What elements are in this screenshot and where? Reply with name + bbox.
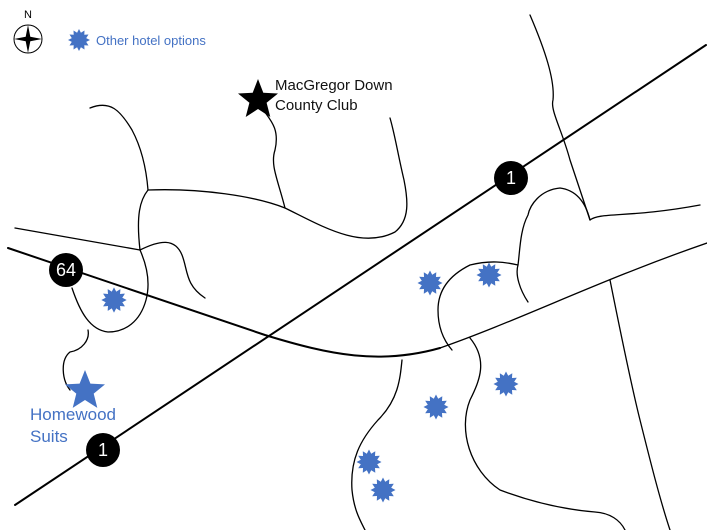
compass-rose-icon [13, 24, 43, 54]
road-club-access [261, 107, 286, 209]
hotel-option-marker[interactable] [370, 477, 396, 503]
golf-club-label-line2: County Club [275, 97, 358, 114]
road-west-branch [139, 241, 206, 299]
road-inner-loop [437, 261, 519, 351]
road-main-east [439, 242, 707, 349]
other-hotel-markers [101, 262, 519, 503]
hotel-option-marker[interactable] [493, 371, 519, 397]
road-south-east [464, 337, 626, 530]
route-64-label: 64 [55, 260, 77, 280]
hotel-option-marker[interactable] [356, 449, 382, 475]
blue-star-icon [65, 370, 105, 408]
route-64-shield [49, 253, 83, 287]
route-1-bottom-shield [86, 433, 120, 467]
road-west-spur [14, 189, 149, 251]
highway-64-line [7, 247, 441, 358]
route-1-top-shield [494, 161, 528, 195]
road-south-west [62, 329, 89, 391]
hotel-label-line1: Homewood [30, 405, 116, 424]
hotel-option-marker[interactable] [423, 394, 449, 420]
hotel-label[interactable]: Homewood Suits [30, 404, 116, 448]
blue-burst-icon [68, 29, 90, 51]
road-north-loop [89, 104, 408, 239]
compass-north-label: N [24, 9, 32, 21]
highway-1-line [14, 44, 707, 506]
route-1-top-label: 1 [505, 168, 516, 188]
golf-club-label[interactable]: MacGregor Down County Club [275, 76, 393, 116]
route-1-bottom-label: 1 [97, 440, 108, 460]
hotel-option-marker[interactable] [417, 270, 443, 296]
golf-club-label-line1: MacGregor Down [275, 77, 393, 94]
road-east-loop [516, 187, 591, 303]
road-east-upper [529, 14, 701, 221]
legend-label: Other hotel options [96, 33, 206, 48]
hotel-option-marker[interactable] [101, 287, 127, 313]
road-far-east [609, 279, 671, 530]
hotel-label-line2: Suits [30, 427, 68, 446]
hotel-option-marker[interactable] [476, 262, 502, 288]
road-south-central [351, 359, 403, 530]
road-64-loop [71, 249, 149, 333]
black-star-icon [238, 79, 278, 117]
